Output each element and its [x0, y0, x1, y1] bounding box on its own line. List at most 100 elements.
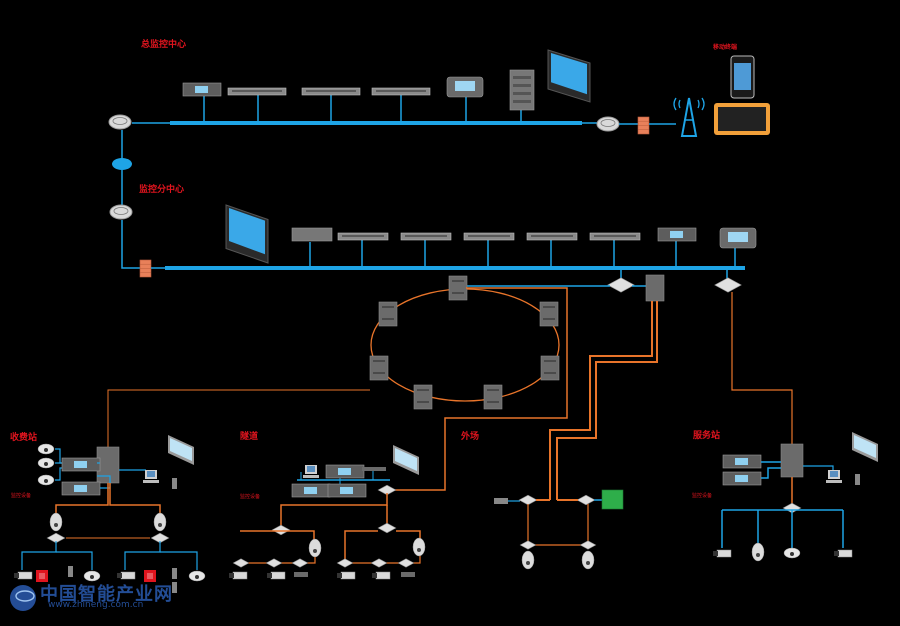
pc-keyboard — [826, 480, 842, 483]
wireless-signal-icon — [673, 97, 705, 111]
nvr-icon — [294, 572, 308, 577]
access-switch-icon — [96, 446, 120, 484]
pc-keyboard — [143, 480, 159, 483]
transceiver-slot — [452, 292, 464, 294]
transceiver-slot — [417, 401, 429, 403]
fiber-link — [280, 493, 388, 528]
ptz-camera-icon — [581, 550, 595, 570]
camera-lens — [586, 561, 590, 565]
box-camera-icon — [270, 571, 286, 580]
io-box-detail — [147, 573, 153, 579]
switch-icon — [370, 558, 388, 568]
camera-link — [124, 541, 161, 570]
switch-icon — [46, 532, 66, 544]
pc-screen — [830, 471, 838, 477]
camera-lens — [313, 549, 317, 553]
switch-1u-icon — [362, 467, 386, 471]
switch-icon — [271, 524, 291, 536]
fiber-trunk-to-service — [731, 292, 793, 444]
switch-icon — [397, 558, 415, 568]
mobile-terminal-label: 移动终端 — [713, 44, 738, 51]
transceiver-slot — [452, 280, 464, 282]
alarm-io-module-icon — [601, 489, 624, 510]
camera-lens — [229, 573, 234, 578]
camera-lens — [54, 523, 58, 527]
optical-transceiver-icon — [369, 355, 389, 381]
sub-center-label: 监控分中心 — [139, 185, 185, 195]
switch-icon — [607, 277, 635, 293]
camera-lens — [526, 561, 530, 565]
camera-lens — [756, 553, 760, 557]
fiber-ring — [370, 288, 560, 402]
decoder-screen — [735, 475, 748, 482]
camera-lens — [834, 551, 839, 556]
camera-lens — [90, 575, 94, 579]
camera-lens — [790, 552, 794, 556]
ptz-camera-icon — [308, 538, 322, 558]
box-camera-icon — [375, 571, 391, 580]
transceiver-slot — [543, 318, 555, 320]
camera-lens — [713, 551, 718, 556]
switch-icon — [336, 558, 354, 568]
server-slot — [342, 235, 384, 237]
watermark-globe-icon — [10, 585, 36, 611]
switch-icon — [150, 532, 170, 544]
intercom-icon — [68, 566, 73, 577]
box-camera-icon — [837, 549, 853, 558]
optical-transceiver-icon — [645, 274, 665, 302]
wireless-tower-icon — [680, 97, 698, 137]
transceiver-slot — [487, 401, 499, 403]
server-slot — [376, 90, 426, 92]
tunnel-label: 隧道 — [240, 432, 259, 442]
decoder-screen — [340, 487, 353, 494]
encoder-link — [761, 467, 781, 479]
camera-lens — [158, 523, 162, 527]
server-slot — [232, 90, 282, 92]
lcd-monitor-screen — [854, 435, 876, 458]
decoder-screen — [74, 461, 87, 468]
switch-icon — [377, 484, 397, 496]
fiber-trunk-to-tunnel — [395, 287, 568, 491]
wan-cloud-icon — [112, 158, 132, 170]
watermark-globe-ring — [15, 590, 35, 602]
transceiver-slot — [382, 318, 394, 320]
switch-icon — [519, 540, 537, 550]
box-camera-icon — [232, 571, 248, 580]
transceiver-slot — [417, 389, 429, 391]
service-station-sublabel: 监控设备 — [692, 493, 713, 499]
tunnel-sublabel: 监控设备 — [240, 494, 261, 500]
camera-lens — [44, 448, 48, 452]
optical-transceiver-icon — [378, 301, 398, 327]
fiber-link — [109, 483, 161, 515]
box-camera-icon — [494, 498, 508, 504]
io-box-detail — [39, 573, 45, 579]
io-alarm-box-icon — [144, 570, 156, 582]
transceiver-slot — [487, 389, 499, 391]
camera-link — [56, 551, 93, 570]
box-camera-icon — [120, 571, 136, 580]
camera-lens — [195, 575, 199, 579]
watermark-title: 中国智能产业网 — [40, 584, 173, 605]
controller-screen — [728, 232, 748, 242]
optical-transceiver-icon — [483, 384, 503, 410]
intercom-icon — [172, 568, 177, 579]
decoder-screen — [670, 231, 683, 238]
fiber-trunk-to-field-1 — [549, 301, 653, 500]
fiber-link — [344, 530, 378, 563]
server-slot — [306, 90, 356, 92]
switch-icon — [377, 522, 397, 534]
switch-icon — [518, 494, 538, 506]
camera-lens — [372, 573, 377, 578]
storage-array-icon — [291, 227, 333, 242]
router-detail — [600, 119, 616, 127]
ptz-camera-icon — [153, 512, 167, 532]
optical-transceiver-icon — [540, 355, 560, 381]
transceiver-slot — [382, 306, 394, 308]
camera-lens — [117, 573, 122, 578]
intercom-icon — [172, 582, 177, 593]
intercom-icon — [855, 474, 860, 485]
service-station-label: 服务站 — [693, 431, 721, 441]
matrix-slot — [513, 92, 531, 95]
server-slot — [531, 235, 573, 237]
box-camera-icon — [716, 549, 732, 558]
